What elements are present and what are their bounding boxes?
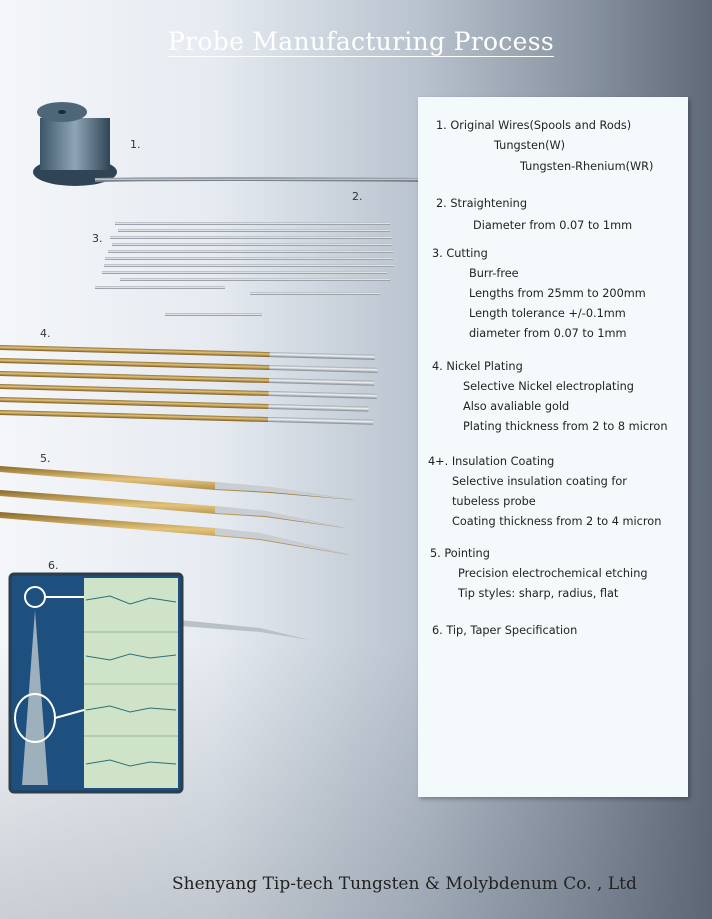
plated-rods [0,345,378,425]
s5-line: Tip styles: sharp, radius, flat [458,587,619,600]
s1-heading: 1. Original Wires(Spools and Rods) [436,119,632,132]
tip-taper-inset [8,572,184,794]
s1-line: Tungsten(W) [494,139,566,152]
s6-heading: 6. Tip, Taper Specification [432,624,578,637]
s2-line: Diameter from 0.07 to 1mm [473,219,633,232]
spool-icon [33,102,421,186]
s4-line: Plating thickness from 2 to 8 micron [463,420,668,433]
step-label-6: 6. [48,559,59,572]
step-label-4: 4. [40,327,51,340]
step-label-1: 1. [130,138,141,151]
s5-heading: 5. Pointing [430,547,490,560]
page-title: Probe Manufacturing Process [168,27,554,57]
s3-line: diameter from 0.07 to 1mm [469,327,627,340]
s5-line: Precision electrochemical etching [458,567,648,580]
step-label-2: 2. [352,190,363,203]
spec-panel: 1. Original Wires(Spools and Rods) Tungs… [418,97,688,797]
step-label-5: 5. [40,452,51,465]
s3-line: Lengths from 25mm to 200mm [469,287,646,300]
s4plus-line: tubeless probe [452,495,536,508]
s3-line: Length tolerance +/-0.1mm [469,307,626,320]
step-label-3: 3. [92,232,103,245]
straight-rods [95,222,394,316]
s3-line: Burr-free [469,267,519,280]
s1-line: Tungsten-Rhenium(WR) [520,160,654,173]
s2-heading: 2. Straightening [436,197,528,210]
pointed-rods [0,466,355,640]
s4plus-heading: 4+. Insulation Coating [428,455,555,468]
s4-line: Selective Nickel electroplating [463,380,634,393]
s3-heading: 3. Cutting [432,247,488,260]
company-name: Shenyang Tip-tech Tungsten & Molybdenum … [172,874,637,894]
s4plus-line: Selective insulation coating for [452,475,627,488]
s4plus-line: Coating thickness from 2 to 4 micron [452,515,662,528]
s4-line: Also avaliable gold [463,400,570,413]
s4-heading: 4. Nickel Plating [432,360,523,373]
